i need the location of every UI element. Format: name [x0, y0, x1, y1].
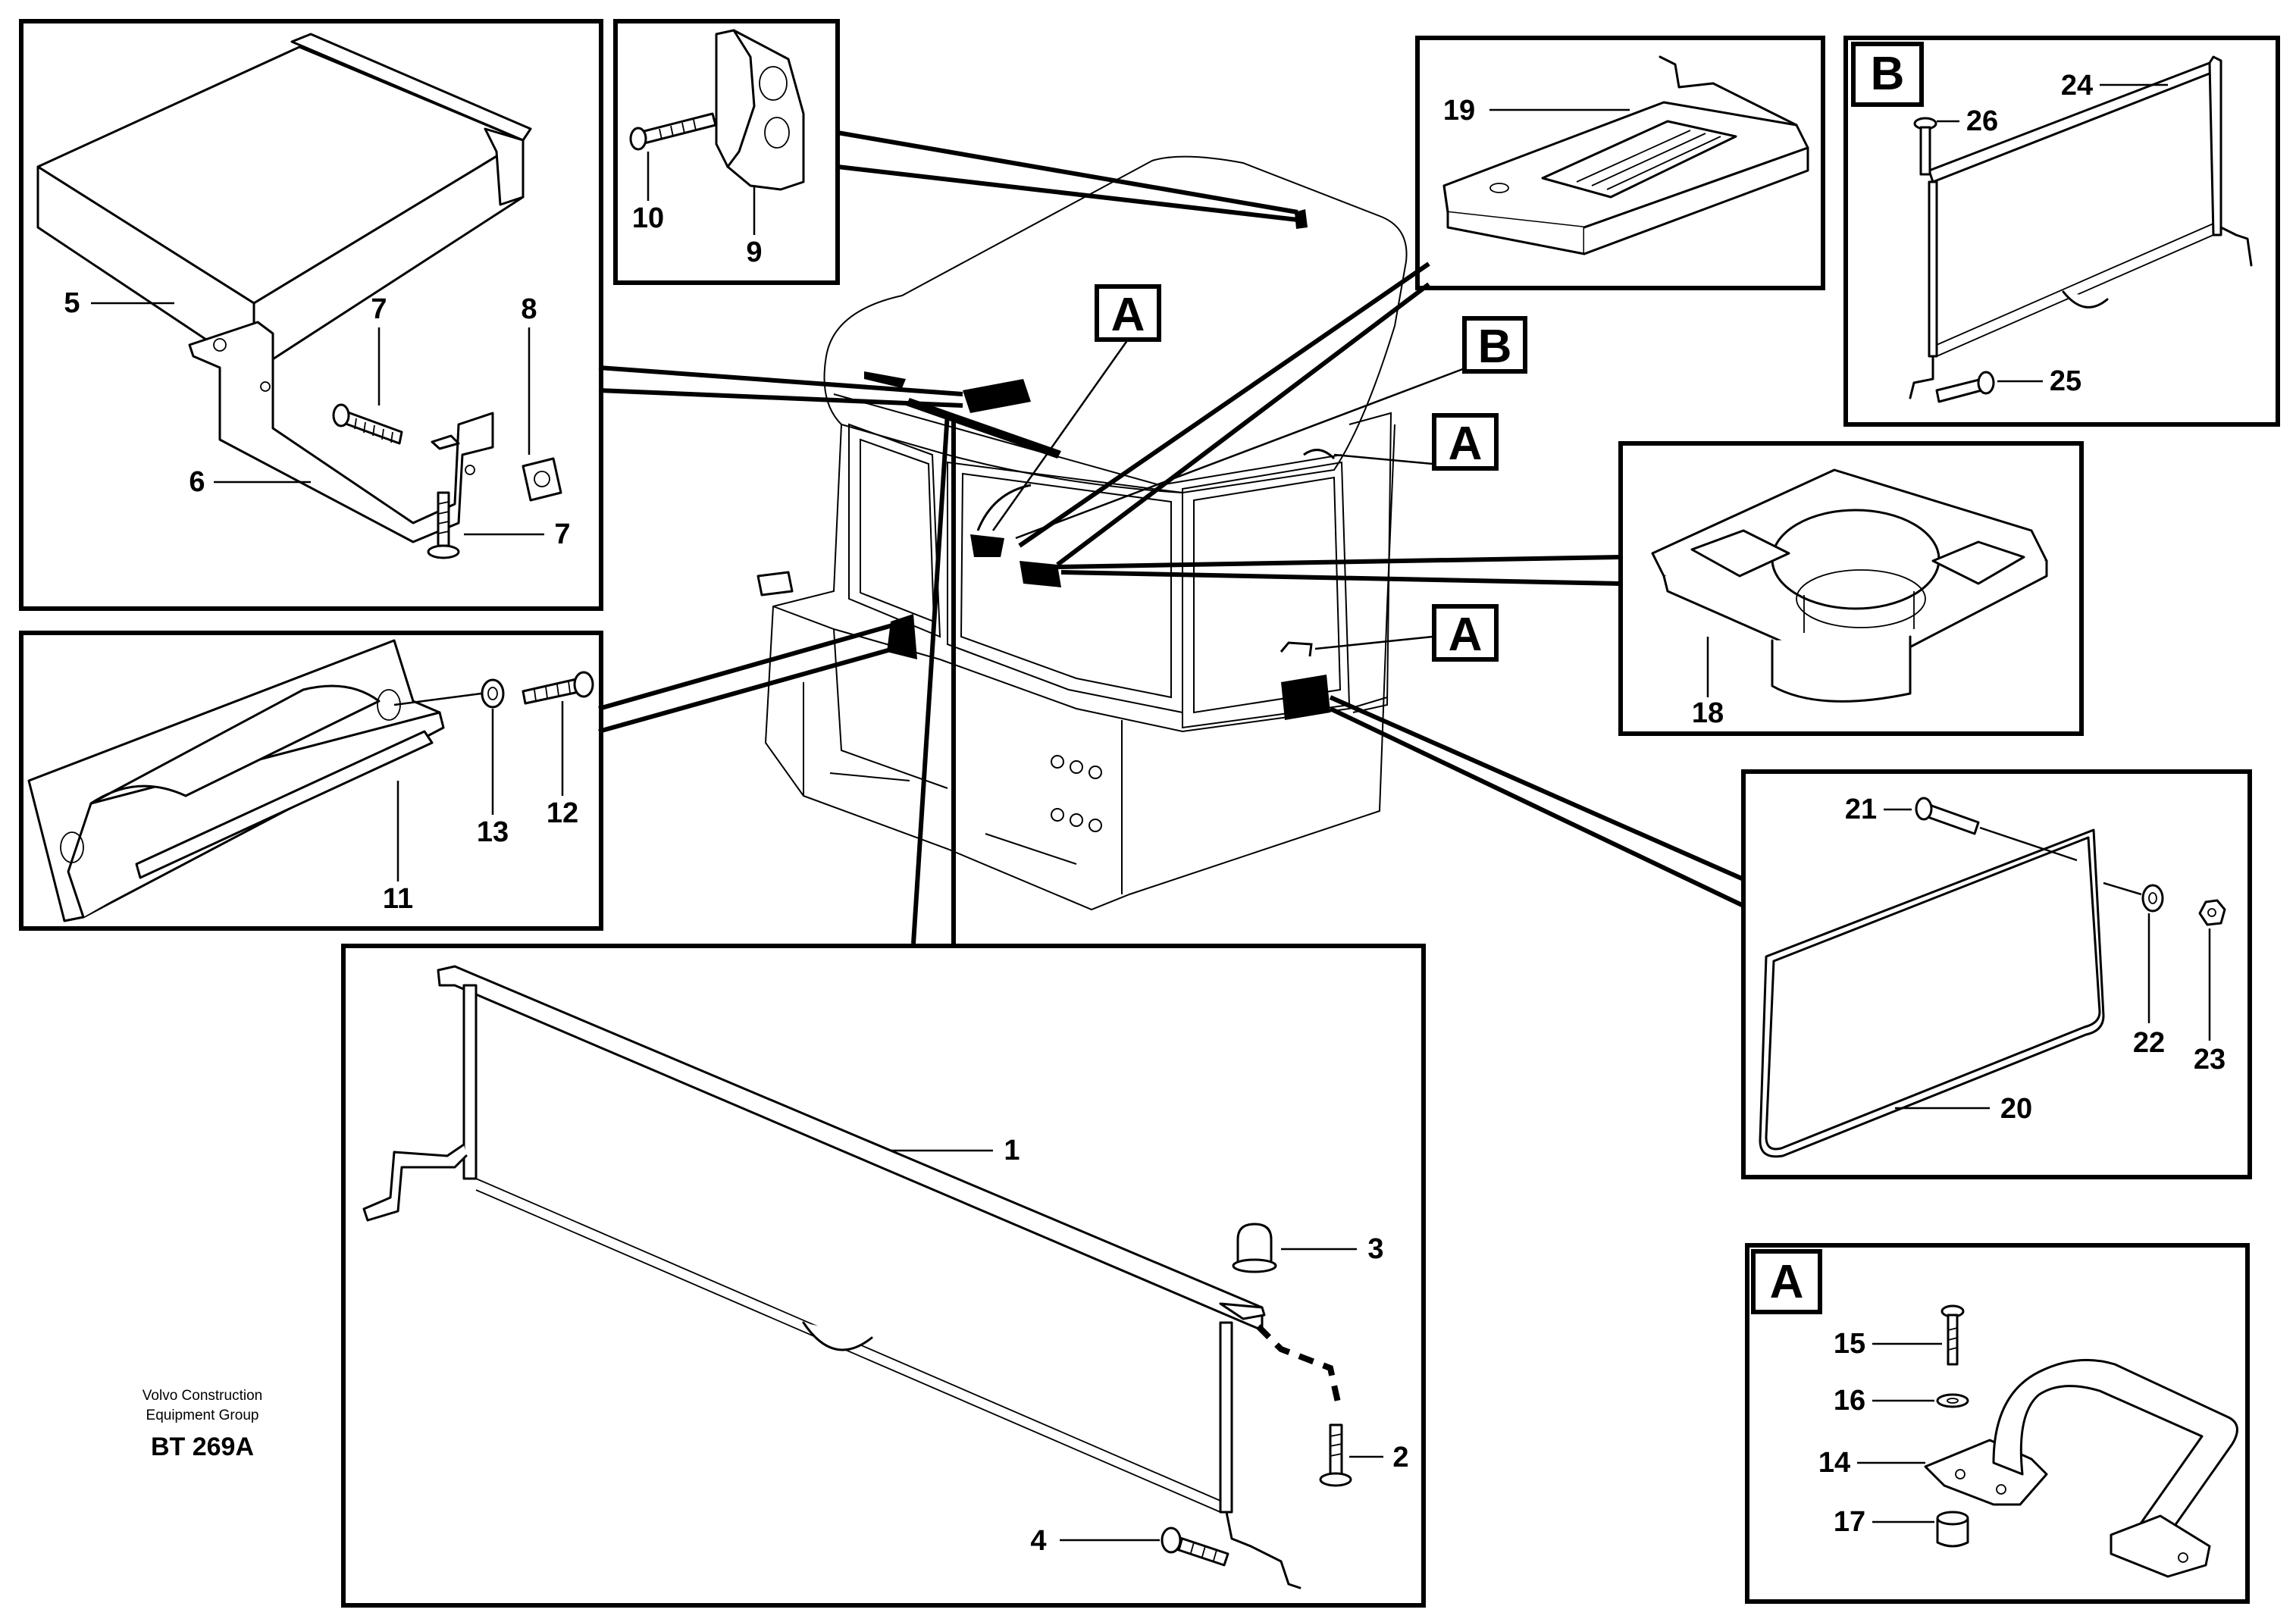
label-18: 18 — [1692, 697, 1724, 729]
callout-b-top: B — [1462, 316, 1527, 374]
label-7-upper: 7 — [371, 293, 387, 325]
label-23: 23 — [2194, 1044, 2226, 1076]
panel-parts-19: 19 — [1415, 36, 1825, 290]
label-15: 15 — [1834, 1328, 1865, 1360]
panel-parts-9-10: 10 9 — [613, 19, 840, 285]
panel-parts-5-8: 5 6 7 8 7 — [19, 19, 603, 611]
label-19: 19 — [1443, 95, 1475, 127]
label-10: 10 — [632, 202, 664, 234]
label-22: 22 — [2133, 1027, 2165, 1059]
callout-b-panel-label: B — [1871, 48, 1905, 100]
callout-a-right1-label: A — [1449, 418, 1483, 470]
callout-a-top: A — [1095, 284, 1161, 342]
label-26: 26 — [1966, 105, 1998, 137]
leader-lines — [598, 130, 1745, 944]
label-17: 17 — [1834, 1506, 1865, 1538]
label-5: 5 — [64, 287, 80, 319]
label-20: 20 — [2000, 1093, 2032, 1125]
callout-b-top-label: B — [1478, 321, 1512, 373]
label-13: 13 — [477, 816, 509, 848]
label-6: 6 — [189, 466, 205, 498]
label-7-lower: 7 — [554, 518, 570, 550]
label-21: 21 — [1845, 794, 1877, 825]
credit-line-2: Equipment Group — [146, 1408, 259, 1423]
cab-illustration — [756, 155, 1408, 911]
label-14: 14 — [1818, 1447, 1850, 1479]
callout-a-right1: A — [1432, 413, 1499, 471]
label-2: 2 — [1392, 1442, 1408, 1473]
panel-a-parts-14-17: A 15 16 14 17 — [1745, 1243, 2250, 1604]
label-25: 25 — [2050, 365, 2081, 397]
label-8: 8 — [521, 293, 537, 325]
callout-a-right2: A — [1432, 604, 1499, 662]
label-3: 3 — [1367, 1233, 1383, 1265]
callout-a-right2-label: A — [1449, 609, 1483, 661]
figure-code: BT 269A — [151, 1433, 254, 1461]
label-4: 4 — [1030, 1525, 1046, 1557]
label-12: 12 — [547, 797, 578, 829]
panel-parts-20-23: 21 22 23 20 — [1741, 769, 2252, 1179]
panel-parts-18: 18 — [1618, 441, 2084, 736]
callout-a-panel-label: A — [1770, 1256, 1804, 1308]
label-16: 16 — [1834, 1385, 1865, 1417]
label-9: 9 — [746, 236, 762, 268]
panel-parts-11-13: 13 12 11 — [19, 631, 603, 931]
label-11: 11 — [383, 883, 413, 915]
callout-a-top-label: A — [1111, 289, 1145, 341]
publisher-credit: Volvo Construction Equipment Group BT 26… — [143, 1388, 262, 1461]
panel-b-parts-24-26: B 26 24 25 — [1843, 36, 2280, 427]
panel-parts-1-4: 3 2 4 1 — [341, 944, 1426, 1608]
label-24: 24 — [2061, 70, 2093, 102]
label-1: 1 — [1004, 1135, 1020, 1166]
credit-line-1: Volvo Construction — [143, 1388, 262, 1404]
